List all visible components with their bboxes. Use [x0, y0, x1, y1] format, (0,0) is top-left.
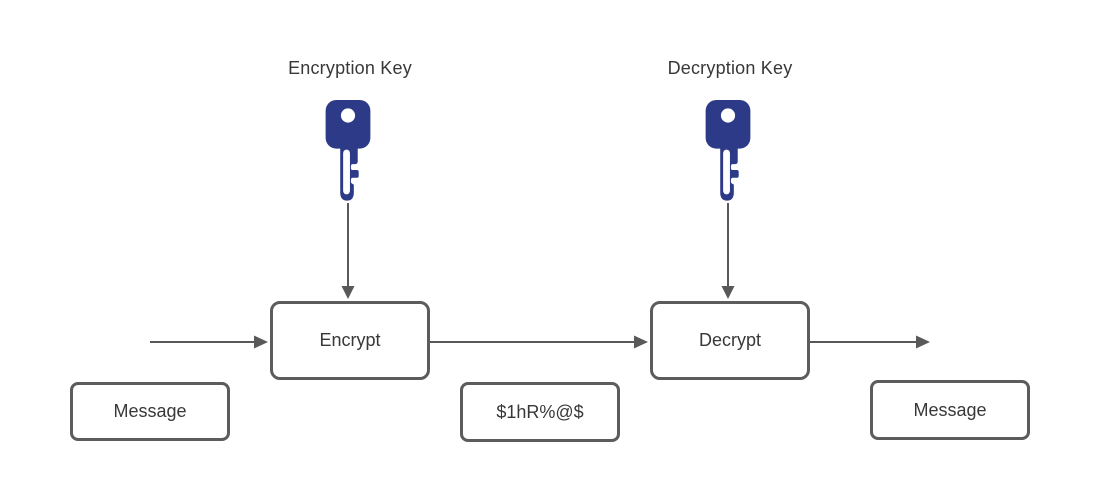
arrow-decryption-key-to-decrypt — [721, 203, 735, 299]
message-output-box: Message — [870, 380, 1030, 440]
arrow-input-to-encrypt — [150, 335, 268, 349]
encryption-key-label: Encryption Key — [288, 58, 412, 78]
message-input-label: Message — [113, 401, 187, 421]
decrypt-label: Decrypt — [698, 330, 761, 350]
encryption-key-icon — [325, 99, 371, 201]
arrow-decrypt-to-output — [810, 335, 930, 349]
ciphertext-label: $1hR%@$ — [496, 401, 584, 422]
encrypt-label: Encrypt — [319, 330, 381, 350]
encrypt-box: Encrypt — [270, 301, 430, 380]
message-input-box: Message — [70, 382, 230, 441]
decryption-key-label: Decryption Key — [667, 58, 793, 78]
message-output-label: Message — [913, 399, 987, 420]
ciphertext-box: $1hR%@$ — [460, 382, 620, 442]
arrow-encryption-key-to-encrypt — [341, 203, 355, 299]
decrypt-box: Decrypt — [650, 301, 810, 380]
arrow-encrypt-to-decrypt — [430, 335, 648, 349]
decryption-key-icon — [705, 99, 751, 201]
